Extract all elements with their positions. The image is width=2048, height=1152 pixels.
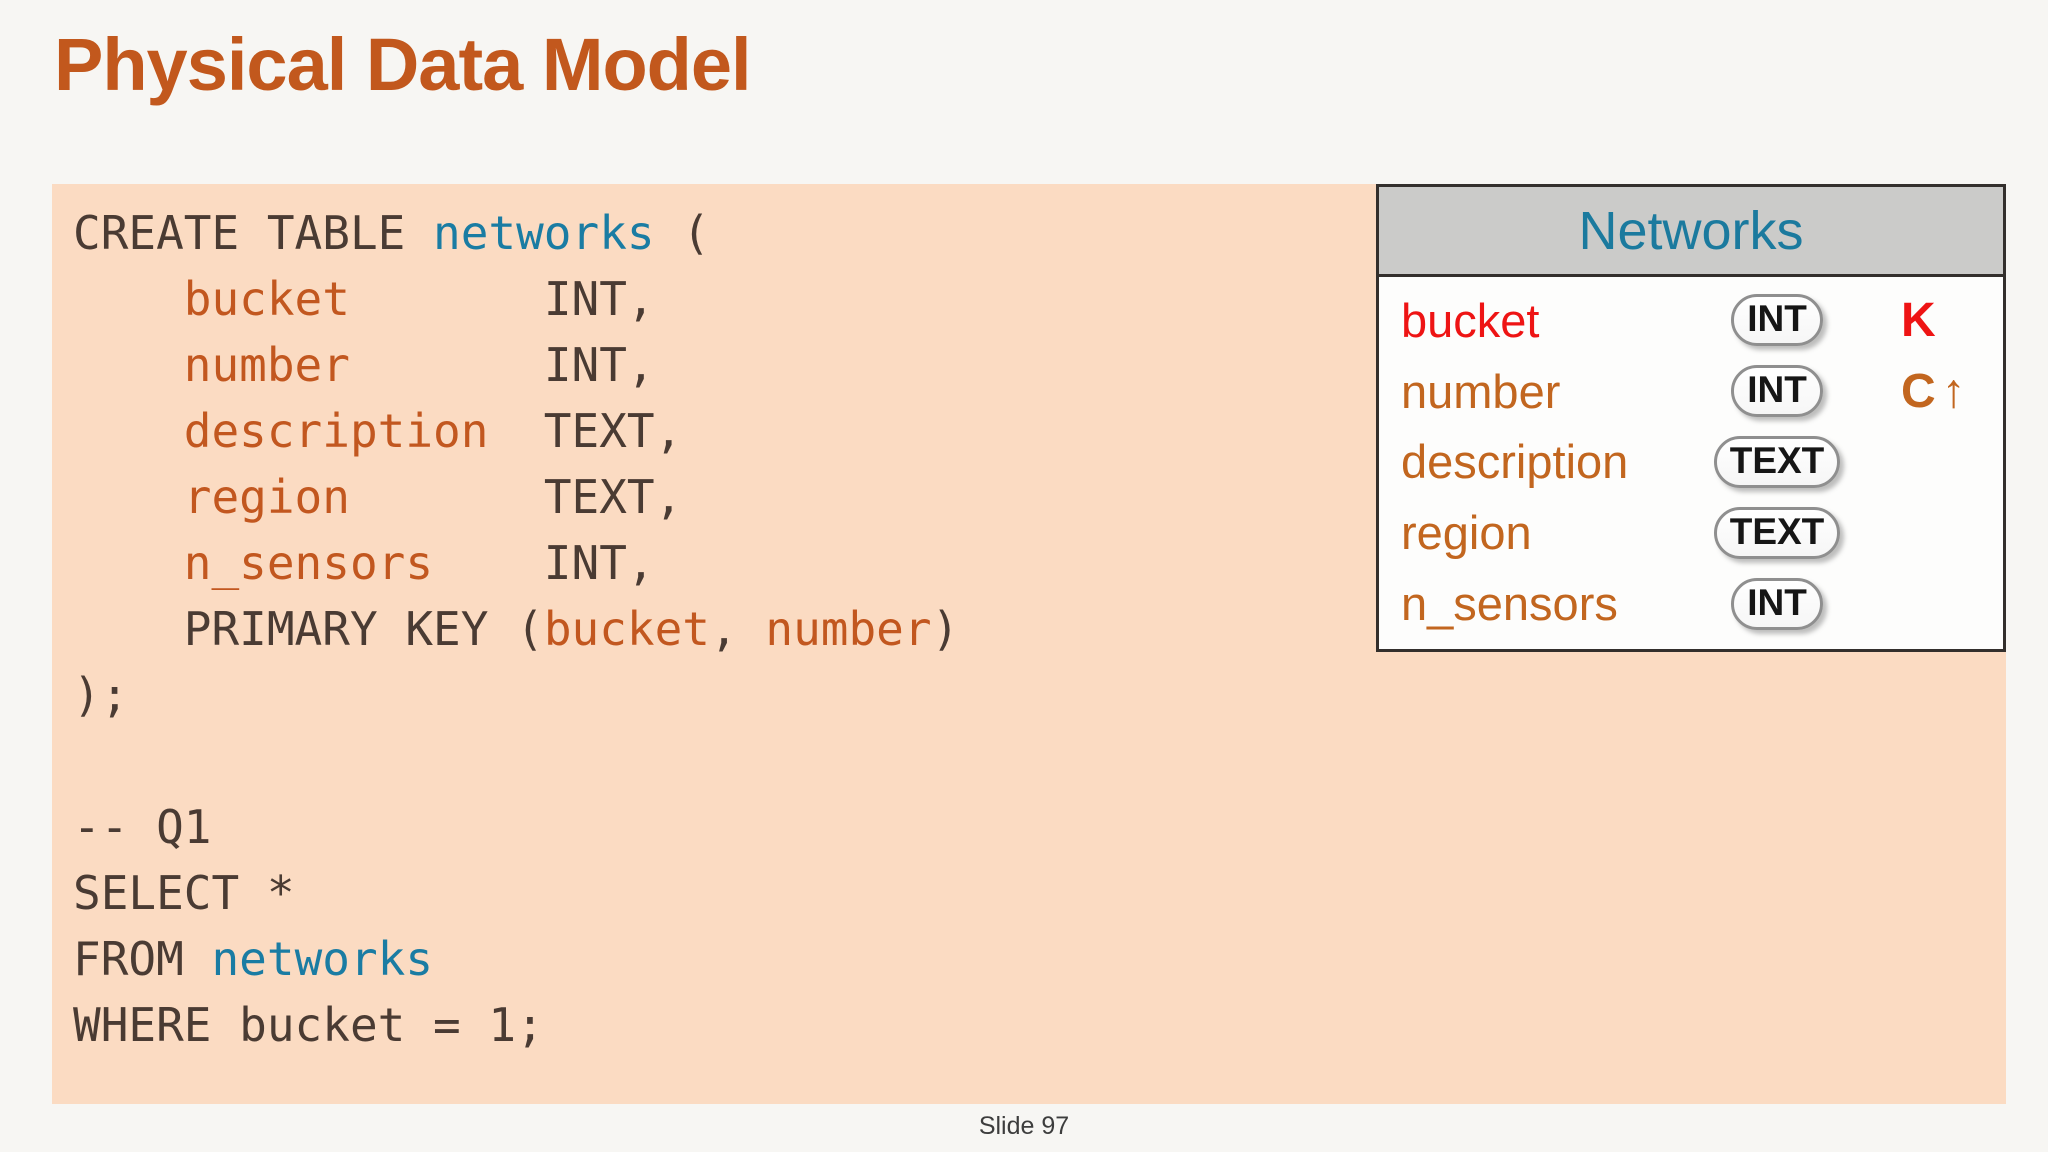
code-line: WHERE bucket = 1; — [73, 998, 544, 1052]
type-badge: INT — [1731, 577, 1823, 630]
table-row: number INT C↑ — [1379, 356, 2003, 427]
code-line: PRIMARY KEY (bucket, number) — [73, 602, 960, 656]
column-name: bucket — [1401, 293, 1540, 347]
type-badge-column: INT — [1687, 294, 1867, 347]
sql-code: CREATE TABLE networks ( bucket INT, numb… — [52, 184, 2006, 1058]
networks-entity-table: Networks bucket INT K number INT C↑ desc… — [1376, 184, 2006, 652]
type-badge: INT — [1731, 365, 1823, 418]
code-line: SELECT * — [73, 866, 295, 920]
key-flag: C↑ — [1901, 364, 1966, 418]
code-line: n_sensors INT, — [183, 536, 655, 590]
code-line — [73, 728, 2006, 794]
type-badge-column: TEXT — [1687, 506, 1867, 559]
column-name: description — [1401, 435, 1629, 489]
table-row: bucket INT K — [1379, 285, 2003, 356]
column-name: region — [1401, 506, 1532, 560]
type-badge: TEXT — [1713, 506, 1841, 559]
code-line: bucket INT, — [183, 272, 655, 326]
type-badge: INT — [1731, 294, 1823, 347]
code-line: number INT, — [183, 338, 655, 392]
code-line: region TEXT, — [183, 470, 683, 524]
type-badge-column: TEXT — [1687, 435, 1867, 488]
entity-table-body: bucket INT K number INT C↑ description T… — [1379, 277, 2003, 649]
key-flag: K — [1901, 293, 1936, 347]
code-line: description TEXT, — [183, 404, 683, 458]
sort-ascending-icon: ↑ — [1941, 364, 1966, 418]
table-row: region TEXT — [1379, 497, 2003, 568]
column-name: n_sensors — [1401, 577, 1618, 631]
slide-number: Slide 97 — [978, 1112, 1070, 1140]
entity-table-header: Networks — [1379, 187, 2003, 277]
table-row: n_sensors INT — [1379, 568, 2003, 639]
code-line: FROM networks — [73, 932, 434, 986]
entity-table-title: Networks — [1578, 200, 1804, 261]
page-title: Physical Data Model — [54, 23, 752, 106]
table-row: description TEXT — [1379, 427, 2003, 498]
type-badge-column: INT — [1687, 577, 1867, 630]
code-line: ); — [73, 668, 129, 722]
type-badge: TEXT — [1713, 435, 1841, 488]
code-line: CREATE TABLE networks ( — [73, 206, 710, 260]
column-name: number — [1401, 364, 1561, 418]
code-line: -- Q1 — [73, 800, 212, 854]
type-badge-column: INT — [1687, 365, 1867, 418]
